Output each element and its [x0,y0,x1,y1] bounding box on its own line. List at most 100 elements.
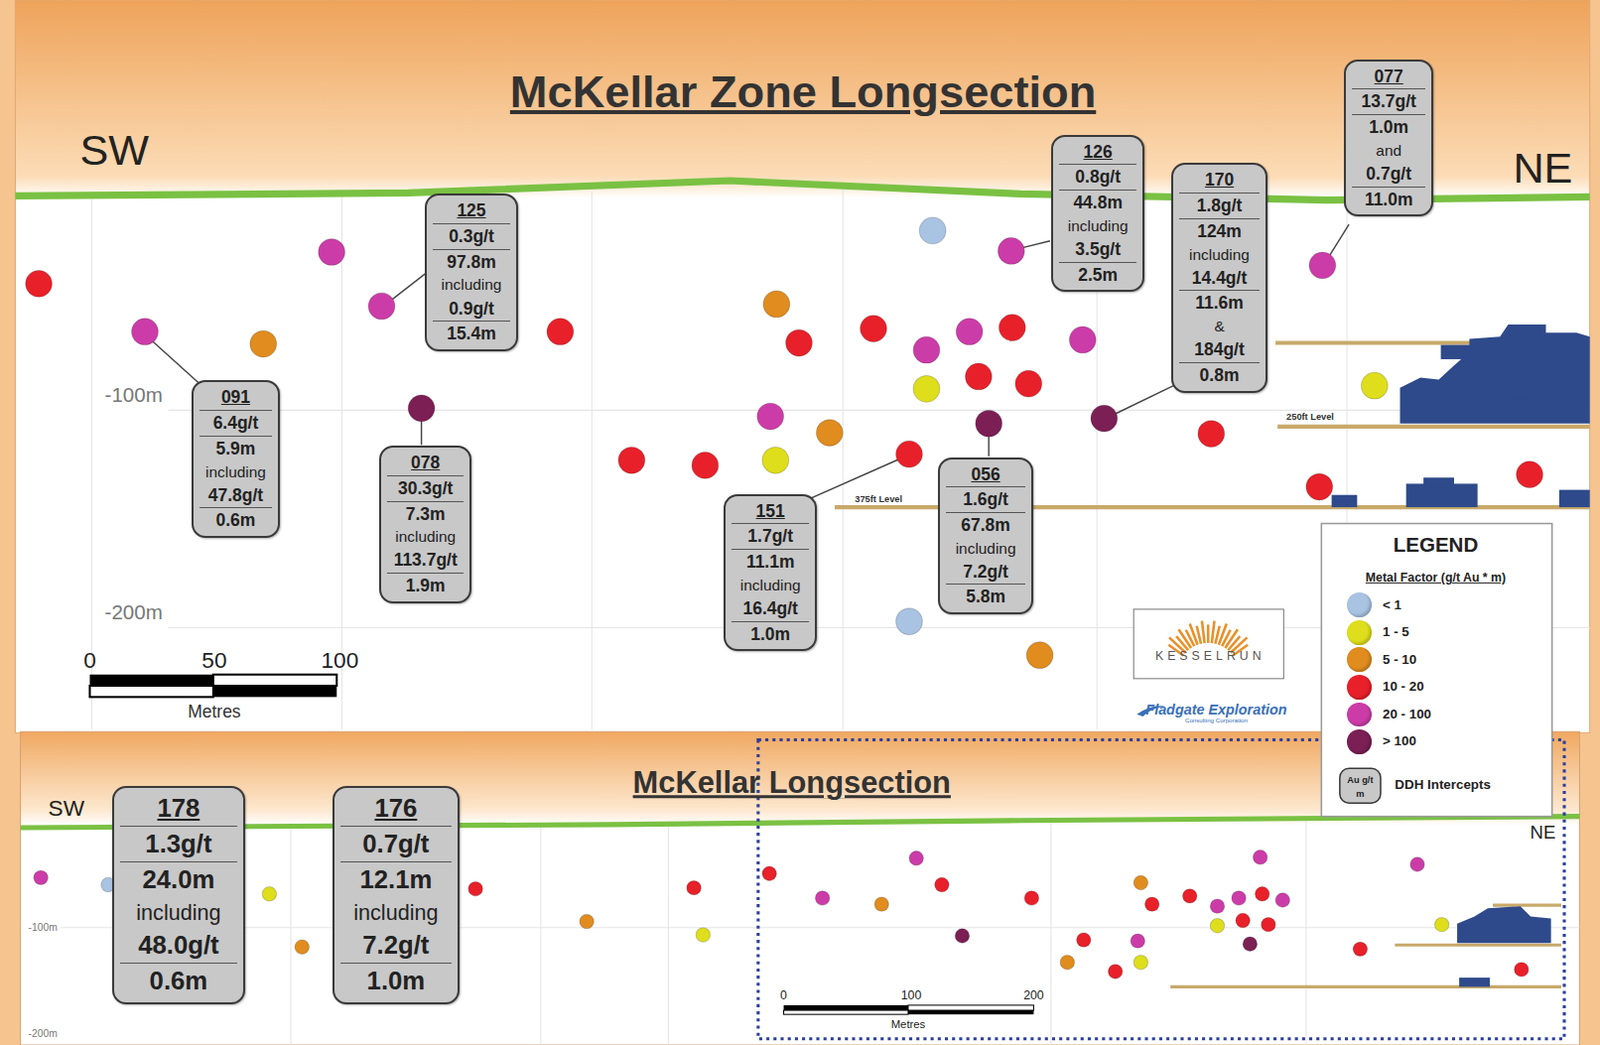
ddh-intercept-box: 1260.8g/t44.8mincluding3.5g/t2.5m [1051,134,1146,293]
assay-value: 1.8g/t [1179,193,1260,220]
diagram-label: SW [48,796,85,822]
drill-intercept-dot [762,446,790,474]
drill-intercept-dot [1231,891,1246,906]
drill-intercept-dot [896,440,924,468]
grid [92,188,1591,730]
assay-value: 0.6m [199,508,271,534]
drill-intercept-dot [1252,850,1267,865]
assay-value: 1.0m [340,963,453,999]
drill-intercept-dot [874,897,889,912]
drill-intercept-dot [997,238,1025,266]
diagram-label: 50 [201,648,227,674]
drill-intercept-dot [954,929,969,943]
diagram-label: -100m [102,383,166,407]
assay-value: 11.1m [731,549,810,575]
hole-number: 178 [120,791,238,827]
assay-value: 7.3m [387,502,465,528]
inset-panel [20,731,1581,1045]
diagram-label: -100m [25,922,61,934]
assay-value: 13.7g/t [1351,89,1425,116]
drill-intercept-dot [546,318,574,346]
drill-intercept-dot [618,446,646,474]
legend-text: DDH Intercepts [1394,777,1491,793]
assay-value: 1.0m [731,622,810,648]
hole-number: 077 [1351,64,1425,91]
drill-intercept-dot [965,363,993,391]
assay-value: 6.4g/t [199,410,271,437]
assay-value: 44.8m [1059,190,1138,216]
assay-value: 67.8m [945,513,1026,538]
drill-intercept-dot [1306,473,1334,501]
legend-swatch [1346,620,1372,646]
assay-value: 0.7g/t [340,826,453,863]
drill-intercept-dot [1026,642,1054,669]
diagram-label: NE [1530,821,1557,843]
drill-intercept-dot [686,880,701,895]
ddh-intercept-box: 1511.7g/t11.1mincluding16.4g/t1.0m [723,494,818,653]
assay-value: 47.8g/t [199,483,271,510]
assay-value: 97.8m [432,250,512,275]
diagram-label: Metres [187,701,241,722]
drill-intercept-dot [1183,889,1198,904]
drill-intercept-dot [579,914,594,929]
drill-intercept-dot [1144,897,1159,912]
legend-text: 20 - 100 [1382,706,1432,722]
drill-intercept-dot [1133,955,1148,970]
drill-intercept-dot [691,452,719,480]
connector-word: including [387,526,465,548]
diagram-title: McKellar Zone Longsection [510,66,1096,119]
drill-intercept-dot [695,928,710,942]
drill-intercept-dot [1360,372,1388,400]
assay-value: 24.0m [120,862,238,898]
grid [61,819,1581,1045]
assay-value: 11.6m [1179,290,1260,316]
assay-value: 1.0m [1351,115,1425,140]
connector-word: including [120,898,238,929]
drill-intercept-dot [909,851,924,866]
drill-intercept-dot [368,292,396,320]
assay-value: 12.1m [340,862,453,898]
drill-intercept-dot [1514,962,1529,977]
ddh-intercept-box: 07830.3g/t7.3mincluding113.7g/t1.9m [379,445,473,604]
hole-number: 126 [1059,139,1138,166]
drill-intercept-dot [1434,917,1449,932]
assay-value: 5.8m [945,584,1026,610]
logo-box [1133,609,1284,679]
legend-text: 1 - 5 [1382,625,1410,641]
drill-intercept-dot [1076,933,1091,947]
assay-value: 0.7g/t [1351,161,1425,188]
connector-word: including [1059,215,1138,238]
diagram-label: 100 [901,988,923,1003]
drill-intercept-dot [815,419,843,447]
assay-value: 0.8m [1179,363,1260,389]
drill-intercept-dot [318,239,346,267]
drill-intercept-dot [33,870,48,885]
assay-value: 7.2g/t [945,559,1026,586]
connector-word: including [731,574,810,597]
diagram-label: Metal Factor (g/t Au * m) [1365,570,1506,585]
legend-swatch [1346,592,1372,618]
ddh-intercept-box: 0916.4g/t5.9mincluding47.8g/t0.6m [191,380,279,538]
diagram-label: 100 [320,648,359,674]
diagram-label: -200m [28,1029,58,1042]
connector-word: including [199,461,271,484]
mine-levels [1170,905,1562,987]
drill-intercept-dot [1015,370,1043,398]
diagram-label: SW [79,126,149,176]
assay-value: 7.2g/t [340,928,453,964]
connector-word: including [340,898,453,929]
hole-number: 176 [340,791,453,827]
diagram-label: 250ft Level [1286,411,1334,423]
diagram-label: Fladgate Exploration [1145,700,1287,718]
ddh-intercept-box: 1760.7g/t12.1mincluding7.2g/t1.0m [332,786,461,1005]
drill-intercept-dot [1024,891,1039,906]
drill-intercept-dot [1060,955,1074,970]
drill-intercept-dot [814,891,829,906]
ddh-intercept-box: 0561.6g/t67.8mincluding7.2g/t5.8m [937,457,1034,616]
drill-intercept-dot [1090,404,1118,432]
assay-value: 2.5m [1059,263,1138,288]
drill-intercept-dot [250,330,277,358]
diagram-label: m [1355,789,1364,800]
legend-swatch [1346,674,1372,700]
